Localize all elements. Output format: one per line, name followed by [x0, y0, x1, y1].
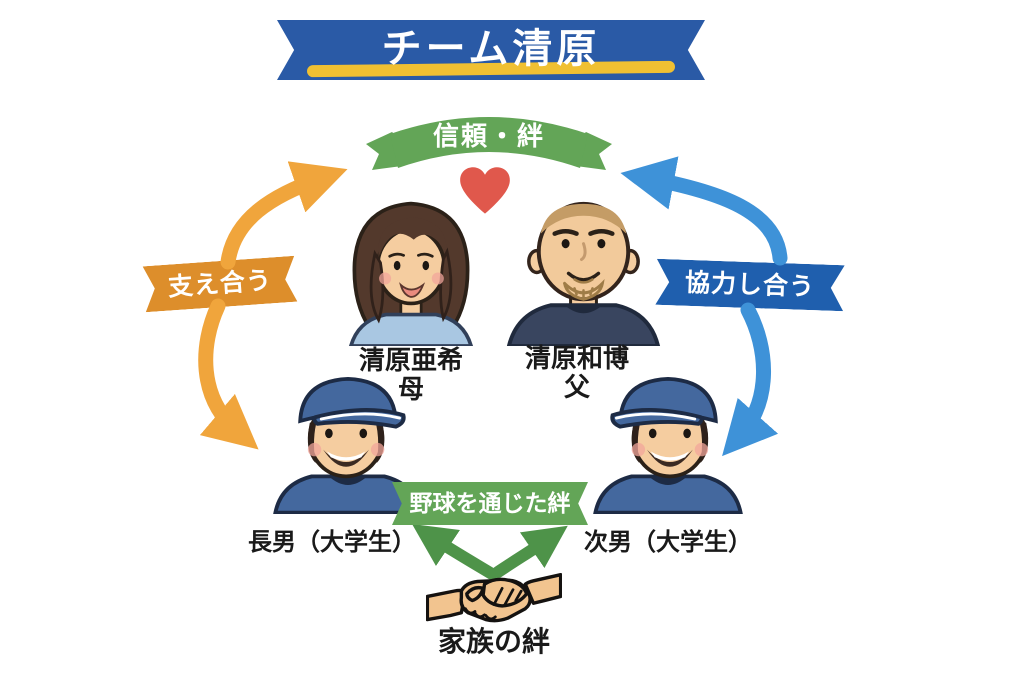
heart-icon: [460, 167, 510, 214]
baseball-ribbon-label: 野球を通じた絆: [409, 490, 571, 516]
father-role: 父: [563, 372, 590, 402]
cooperate-ribbon: 協力し合う: [655, 259, 844, 312]
mother-name: 清原亜希 母: [325, 346, 497, 404]
father-name: 清原和博 父: [492, 344, 662, 402]
orange-arrow-top-icon: [220, 161, 348, 270]
eldest-son-label: 長男（大学生）: [248, 529, 416, 556]
page-title: チーム清原: [381, 27, 601, 71]
cooperate-ribbon-label: 協力し合う: [684, 268, 816, 302]
eldest-son-portrait: [273, 376, 423, 514]
ribbon-banner-icon: [366, 117, 612, 170]
baseball-ribbon: 野球を通じた絆: [392, 482, 588, 525]
title-banner: チーム清原: [277, 20, 705, 80]
support-ribbon-label: 支え合う: [167, 266, 273, 302]
father-name-text: 清原和博: [524, 343, 629, 373]
father-portrait: [506, 201, 661, 346]
trust-ribbon: 信頼・絆: [362, 112, 616, 190]
mother-portrait: [348, 201, 474, 346]
handshake-icon: [426, 573, 562, 623]
second-son-portrait: [593, 376, 743, 514]
mother-name-text: 清原亜希: [358, 345, 463, 375]
family-bond-label: 家族の絆: [437, 626, 550, 657]
orange-arrow-bottom-icon: [198, 298, 259, 450]
support-ribbon: 支え合う: [143, 256, 298, 312]
mother-role: 母: [397, 374, 424, 404]
second-son-label: 次男（大学生）: [584, 529, 752, 556]
trust-ribbon-label: 信頼・絆: [432, 121, 545, 151]
